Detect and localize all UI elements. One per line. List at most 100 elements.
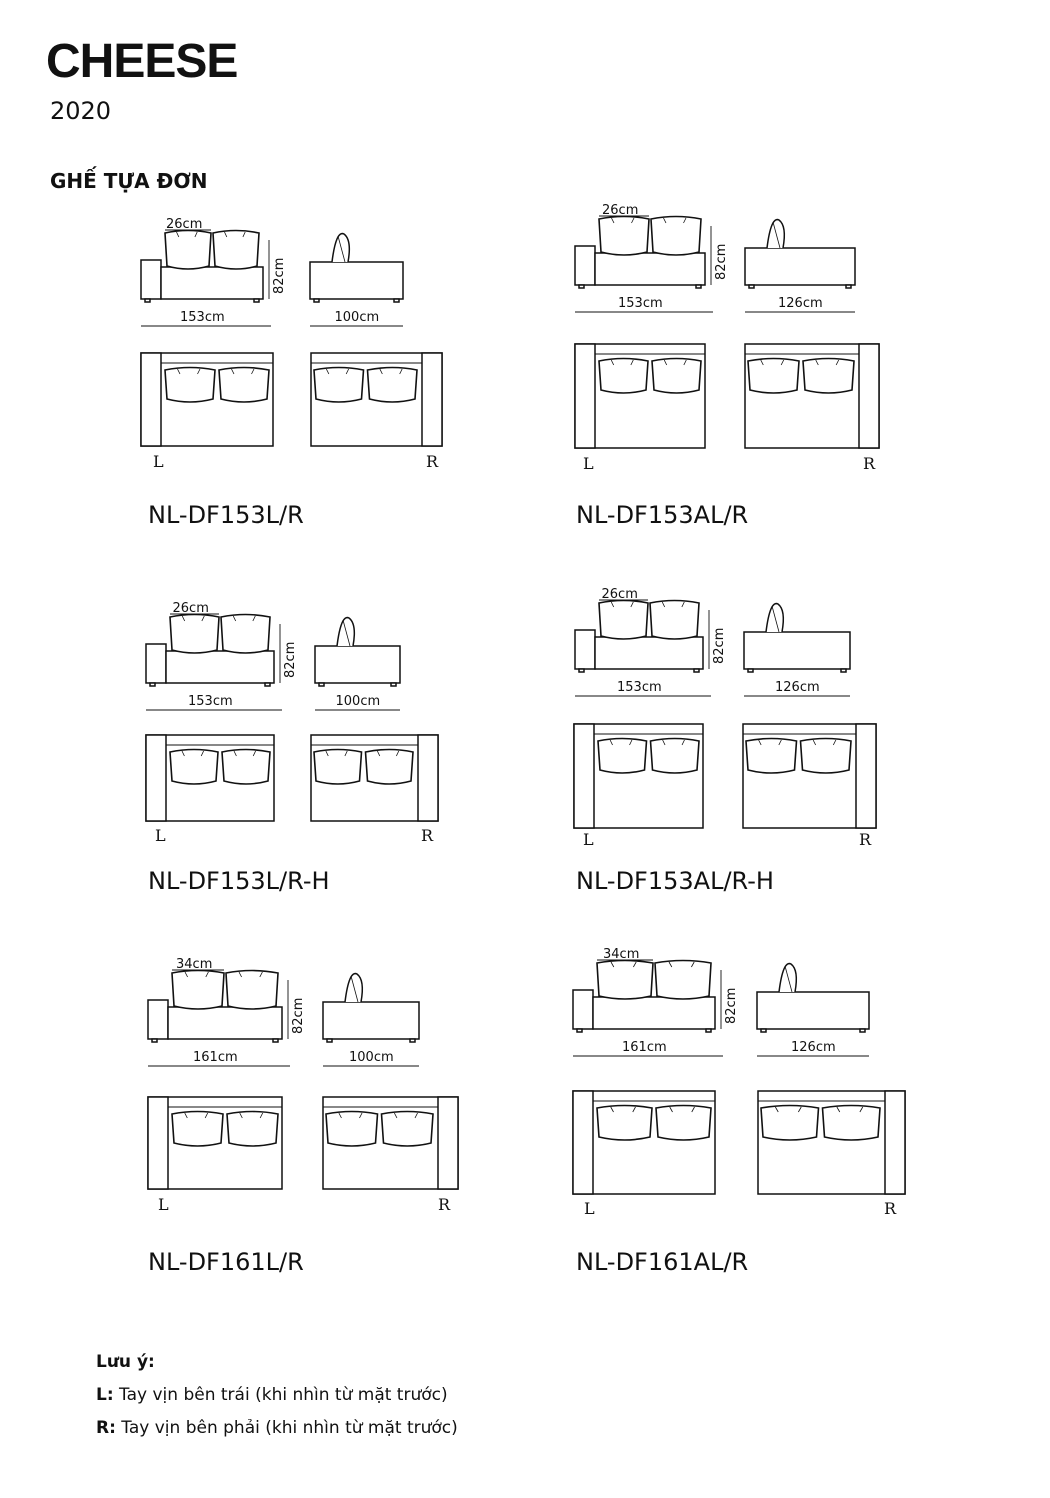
- seat-base: [594, 252, 706, 286]
- notes: Lưu ý: L: Tay vịn bên trái (khi nhìn từ …: [96, 1346, 458, 1445]
- cushion-pleat: [414, 1112, 418, 1119]
- side-backrest-pleat: [771, 605, 780, 633]
- foot: [390, 682, 397, 687]
- cushion-pleat: [859, 1106, 864, 1113]
- cushion-dimension-label: 34cm: [603, 947, 639, 962]
- side-backrest: [331, 232, 351, 263]
- back-cushion: [220, 613, 271, 654]
- seat-base: [592, 996, 716, 1030]
- right-arm-label: R: [426, 452, 439, 471]
- plan-cushion: [598, 357, 649, 394]
- plan-cushion: [802, 357, 855, 394]
- side-body: [322, 1001, 420, 1040]
- back-cushion: [596, 959, 654, 1000]
- plan-armrest: [437, 1096, 459, 1190]
- foot: [313, 298, 320, 303]
- model-code: NL-DF153AL/R-H: [576, 867, 774, 895]
- side-backrest-pleat: [342, 619, 351, 647]
- model-code: NL-DF161L/R: [148, 1248, 304, 1276]
- plan-armrest: [417, 734, 439, 822]
- model-code: NL-DF161AL/R: [576, 1248, 749, 1276]
- plan-cushion: [366, 366, 418, 403]
- cushion-pleat: [197, 368, 201, 375]
- plan-cushion: [164, 366, 216, 403]
- plan-armrest: [573, 723, 595, 829]
- cushion-pleat: [344, 750, 348, 757]
- right-arm-label: R: [421, 826, 434, 845]
- cushion-pleat: [610, 601, 615, 608]
- plan-cushion: [325, 1110, 379, 1147]
- foot: [748, 284, 755, 289]
- model-code: NL-DF153AL/R: [576, 501, 749, 529]
- height-dimension-label: 82cm: [283, 642, 298, 678]
- cushion-dimension-label: 26cm: [602, 587, 638, 602]
- width-dimension-label: 161cm: [622, 1040, 667, 1055]
- cushion-pleat: [379, 368, 383, 375]
- right-arm-label: R: [884, 1199, 897, 1218]
- foot: [409, 1038, 416, 1043]
- note-line: R: Tay vịn bên phải (khi nhìn từ mặt trư…: [96, 1418, 458, 1438]
- cushion-pleat: [239, 1112, 243, 1119]
- side-backrest-pleat: [350, 975, 359, 1003]
- foot: [840, 668, 847, 673]
- foot: [144, 298, 151, 303]
- side-body: [309, 261, 404, 300]
- seat-base: [160, 266, 264, 300]
- cushion-pleat: [181, 615, 186, 622]
- foot: [151, 1038, 158, 1043]
- notes-heading: Lưu ý:: [96, 1352, 155, 1372]
- left-arm-label: L: [155, 826, 166, 845]
- side-backrest-pleat: [337, 235, 346, 263]
- side-body: [314, 645, 401, 684]
- page-title: CHEESE: [46, 35, 238, 88]
- side-backrest: [344, 972, 364, 1003]
- cushion-pleat: [377, 750, 381, 757]
- side-body: [756, 991, 870, 1030]
- cushion-pleat: [691, 1106, 695, 1113]
- cushion-pleat: [775, 1106, 779, 1113]
- width-dimension-label: 153cm: [188, 694, 233, 709]
- foot: [318, 682, 325, 687]
- cushion-pleat: [394, 1112, 398, 1119]
- cushion-pleat: [231, 368, 235, 375]
- side-backrest: [766, 218, 786, 249]
- cushion-pleat: [176, 231, 180, 238]
- cushion-pleat: [242, 231, 246, 238]
- cushion-pleat: [233, 750, 237, 757]
- plan-cushion: [313, 366, 365, 403]
- cushion-pleat: [630, 601, 634, 608]
- cushion-pleat: [399, 368, 403, 375]
- side-backrest: [778, 962, 798, 993]
- side-backrest: [336, 616, 356, 647]
- cushion-pleat: [669, 1106, 673, 1113]
- cushion-pleat: [629, 739, 633, 746]
- cushion-dimension-label: 26cm: [602, 203, 638, 218]
- cushion-dimension-label: 26cm: [173, 601, 209, 616]
- cushion-pleat: [184, 971, 188, 978]
- foot: [859, 1028, 866, 1033]
- cushion-pleat: [252, 750, 256, 757]
- cushion-pleat: [812, 739, 817, 746]
- cushion-pleat: [683, 217, 687, 224]
- cushion-pleat: [691, 961, 695, 968]
- cushion-pleat: [832, 739, 837, 746]
- width-dimension-label: 153cm: [618, 296, 663, 311]
- cushion-pleat: [668, 961, 673, 968]
- right-arm-label: R: [438, 1195, 451, 1214]
- cushion-pleat: [259, 1112, 264, 1119]
- plan-armrest: [574, 343, 596, 449]
- side-body: [743, 631, 851, 670]
- cushion-pleat: [683, 359, 687, 366]
- foot: [393, 298, 400, 303]
- cushion-pleat: [662, 739, 666, 746]
- plan-armrest: [858, 343, 880, 449]
- plan-cushion: [597, 737, 648, 774]
- plan-cushion: [799, 737, 852, 774]
- left-arm-label: L: [583, 454, 594, 473]
- back-cushion: [171, 969, 225, 1010]
- plan-cushion: [218, 366, 270, 403]
- plan-cushion: [313, 748, 363, 785]
- cushion-pleat: [345, 368, 350, 375]
- cushion-pleat: [836, 1106, 841, 1113]
- plan-cushion: [221, 748, 271, 785]
